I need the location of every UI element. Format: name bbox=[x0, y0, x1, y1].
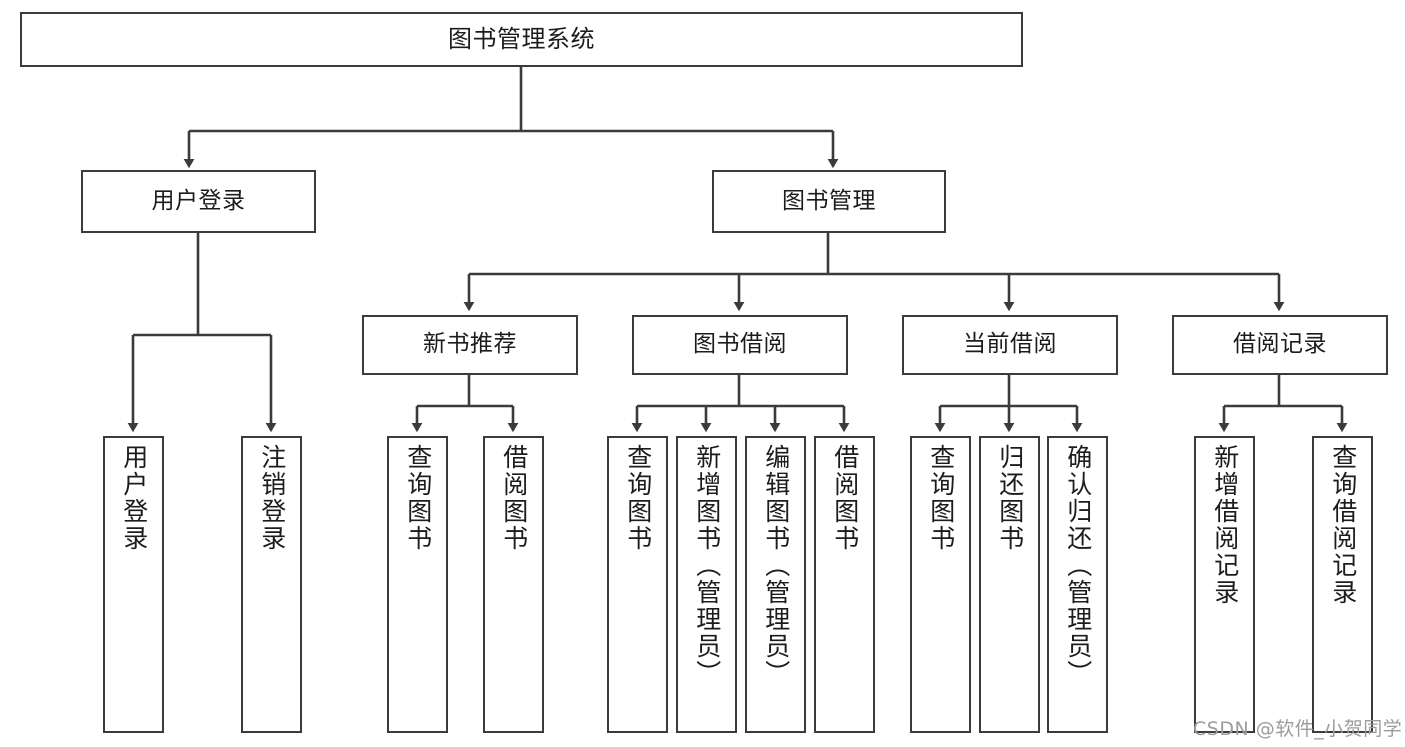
leaf-current-confirm-return-admin[interactable]: 确认归还（管理员） bbox=[1047, 436, 1108, 733]
leaf-logout[interactable]: 注销登录 bbox=[241, 436, 302, 733]
node-label: 当前借阅 bbox=[963, 331, 1057, 358]
node-label: 注销登录 bbox=[257, 444, 287, 552]
node-user-login[interactable]: 用户登录 bbox=[81, 170, 316, 233]
node-book-borrow[interactable]: 图书借阅 bbox=[632, 315, 848, 375]
node-label: 确认归还（管理员） bbox=[1063, 444, 1093, 687]
node-new-book-recommend[interactable]: 新书推荐 bbox=[362, 315, 578, 375]
leaf-borrow-add-book-admin[interactable]: 新增图书（管理员） bbox=[676, 436, 737, 733]
node-label: 编辑图书（管理员） bbox=[761, 444, 791, 687]
node-label: 查询图书 bbox=[403, 444, 433, 552]
node-label: 新增图书（管理员） bbox=[692, 444, 722, 687]
leaf-current-query-book[interactable]: 查询图书 bbox=[910, 436, 971, 733]
node-label: 用户登录 bbox=[119, 444, 149, 552]
node-label: 用户登录 bbox=[151, 187, 246, 214]
node-label: 查询借阅记录 bbox=[1328, 444, 1358, 606]
node-label: 借阅记录 bbox=[1233, 331, 1327, 358]
leaf-newbook-query-book[interactable]: 查询图书 bbox=[387, 436, 448, 733]
leaf-user-login[interactable]: 用户登录 bbox=[103, 436, 164, 733]
leaf-borrow-query-book[interactable]: 查询图书 bbox=[607, 436, 668, 733]
node-label: 新增借阅记录 bbox=[1210, 444, 1240, 606]
leaf-borrow-borrow-book[interactable]: 借阅图书 bbox=[814, 436, 875, 733]
node-label: 借阅图书 bbox=[499, 444, 529, 552]
leaf-record-add-record[interactable]: 新增借阅记录 bbox=[1194, 436, 1255, 733]
node-label: 图书管理系统 bbox=[448, 25, 595, 54]
node-borrow-record[interactable]: 借阅记录 bbox=[1172, 315, 1388, 375]
node-label: 查询图书 bbox=[623, 444, 653, 552]
node-root-system[interactable]: 图书管理系统 bbox=[20, 12, 1023, 67]
leaf-borrow-edit-book-admin[interactable]: 编辑图书（管理员） bbox=[745, 436, 806, 733]
node-label: 查询图书 bbox=[926, 444, 956, 552]
watermark-text: CSDN @软件_小贺同学 bbox=[1193, 718, 1403, 740]
node-label: 图书管理 bbox=[782, 187, 876, 214]
node-label: 归还图书 bbox=[995, 444, 1025, 552]
node-book-management[interactable]: 图书管理 bbox=[712, 170, 946, 233]
node-label: 图书借阅 bbox=[693, 331, 787, 358]
node-label: 借阅图书 bbox=[830, 444, 860, 552]
leaf-current-return-book[interactable]: 归还图书 bbox=[979, 436, 1040, 733]
node-current-borrow[interactable]: 当前借阅 bbox=[902, 315, 1118, 375]
node-label: 新书推荐 bbox=[423, 331, 517, 358]
leaf-record-query-record[interactable]: 查询借阅记录 bbox=[1312, 436, 1373, 733]
leaf-newbook-borrow-book[interactable]: 借阅图书 bbox=[483, 436, 544, 733]
